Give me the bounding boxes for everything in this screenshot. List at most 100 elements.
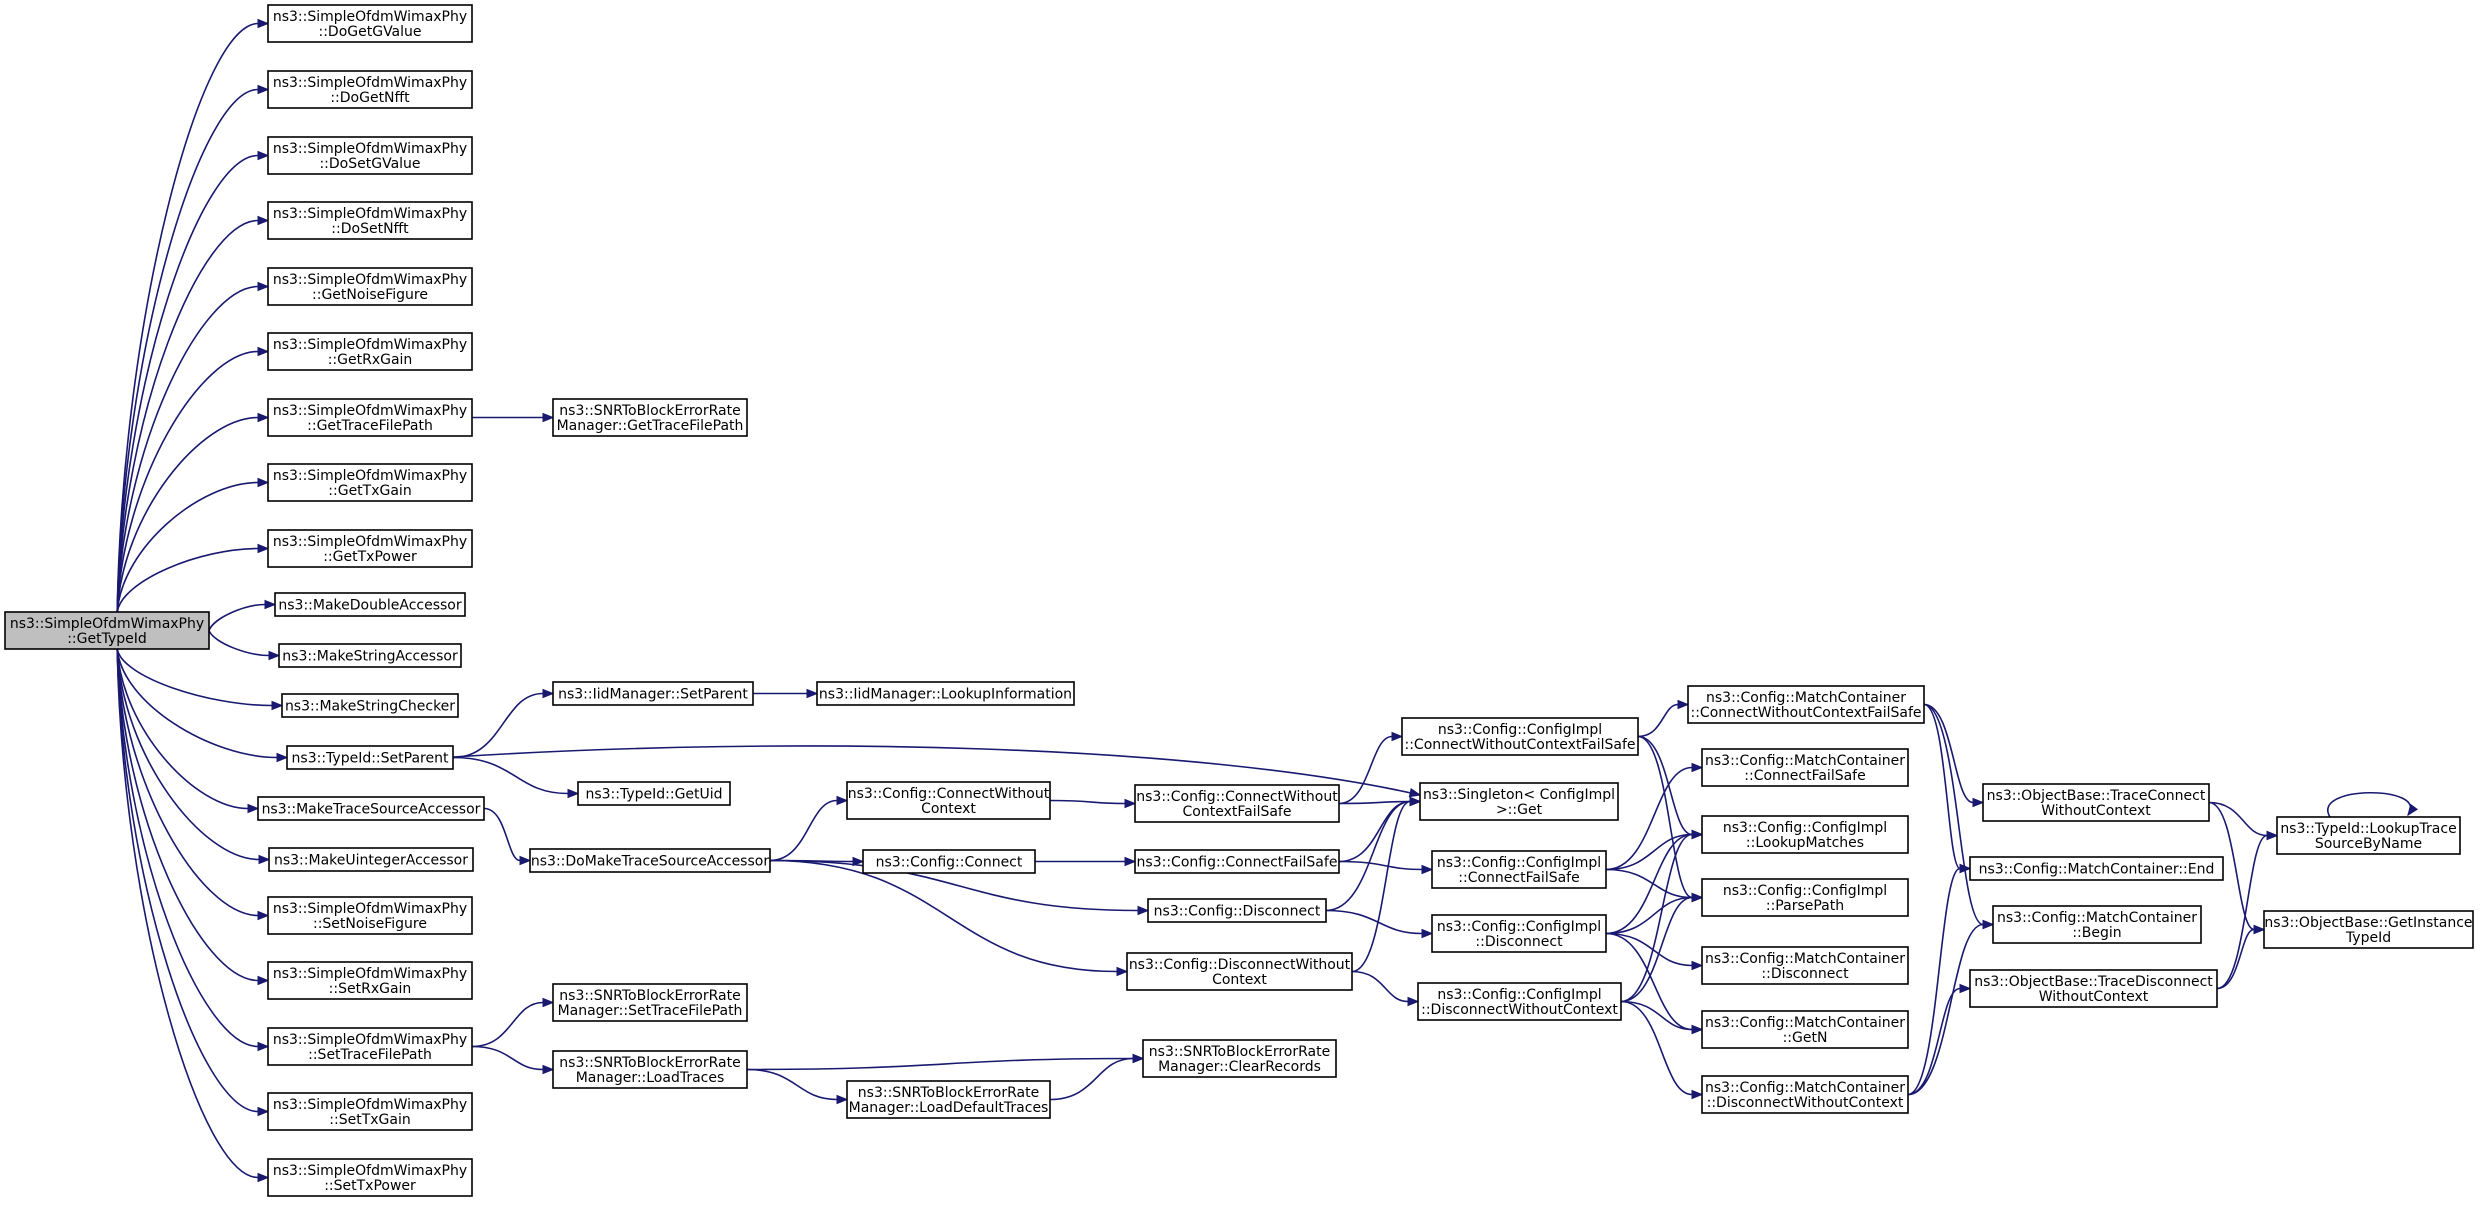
node-label-line: ::GetTypeId: [67, 631, 147, 647]
arrowhead: [1691, 892, 1704, 903]
node-n8[interactable]: ns3::SimpleOfdmWimaxPhy::GetTxGain: [267, 463, 473, 502]
node-label-line: ::GetNoiseFigure: [312, 287, 428, 303]
edge-line: [2326, 791, 2412, 818]
edge-line: [1351, 970, 1409, 1003]
node-f2[interactable]: ns3::Singleton< ConfigImpl>::Get: [1419, 782, 1619, 821]
node-label-line: ns3::Config::MatchContainer::End: [1979, 862, 2215, 878]
node-n17[interactable]: ns3::SimpleOfdmWimaxPhy::SetRxGain: [267, 961, 473, 1000]
node-n14[interactable]: ns3::MakeTraceSourceAccessor: [257, 796, 485, 821]
node-e2[interactable]: ns3::Config::ConnectFailSafe: [1134, 849, 1340, 874]
edge-root-to-n16: [116, 648, 270, 921]
node-label-line: WithoutContext: [2039, 989, 2149, 1005]
node-n18[interactable]: ns3::SimpleOfdmWimaxPhy::SetTraceFilePat…: [267, 1027, 473, 1066]
node-n12[interactable]: ns3::MakeStringChecker: [281, 693, 459, 718]
node-e5[interactable]: ns3::SNRToBlockErrorRateManager::ClearRe…: [1142, 1039, 1337, 1078]
node-n7[interactable]: ns3::SimpleOfdmWimaxPhy::GetTraceFilePat…: [267, 398, 473, 437]
edge-n13-to-c2: [452, 688, 555, 759]
node-label-line: ns3::Config::DisconnectWithout: [1129, 957, 1351, 973]
node-d2[interactable]: ns3::Config::Connect: [862, 849, 1036, 874]
node-f4[interactable]: ns3::Config::ConfigImpl::Disconnect: [1431, 914, 1607, 953]
node-box: [577, 781, 731, 806]
root-node[interactable]: ns3::SimpleOfdmWimaxPhy::GetTypeId: [4, 611, 210, 650]
edge-line: [208, 603, 266, 631]
node-label-line: ::ParsePath: [1766, 898, 1844, 914]
node-n6[interactable]: ns3::SimpleOfdmWimaxPhy::GetRxGain: [267, 332, 473, 371]
arrowhead: [257, 281, 270, 292]
node-g3[interactable]: ns3::Config::ConfigImpl::LookupMatches: [1701, 815, 1909, 854]
node-box: [267, 463, 473, 502]
node-n13[interactable]: ns3::TypeId::SetParent: [286, 745, 454, 770]
node-g7[interactable]: ns3::Config::MatchContainer::DisconnectW…: [1701, 1075, 1909, 1114]
node-label-line: ::LookupMatches: [1746, 835, 1864, 851]
edge-line: [769, 799, 838, 862]
node-g6[interactable]: ns3::Config::MatchContainer::GetN: [1701, 1010, 1909, 1049]
edge-line: [1605, 932, 1693, 1031]
node-g5[interactable]: ns3::Config::MatchContainer::Disconnect: [1701, 946, 1909, 985]
node-n4[interactable]: ns3::SimpleOfdmWimaxPhy::DoSetNfft: [267, 201, 473, 240]
node-c3[interactable]: ns3::IidManager::LookupInformation: [816, 681, 1075, 706]
node-g1[interactable]: ns3::Config::MatchContainer::ConnectWith…: [1687, 685, 1925, 724]
arrowhead: [1982, 919, 1995, 930]
node-box: [529, 848, 771, 873]
node-f3[interactable]: ns3::Config::ConfigImpl::ConnectFailSafe: [1431, 850, 1607, 889]
node-c5[interactable]: ns3::DoMakeTraceSourceAccessor: [529, 848, 771, 873]
node-n9[interactable]: ns3::SimpleOfdmWimaxPhy::GetTxPower: [267, 529, 473, 568]
node-h1[interactable]: ns3::ObjectBase::TraceConnectWithoutCont…: [1982, 783, 2210, 822]
node-label-line: ::ConnectWithoutContextFailSafe: [1404, 737, 1635, 753]
node-h4[interactable]: ns3::ObjectBase::TraceDisconnectWithoutC…: [1969, 969, 2218, 1008]
node-h3[interactable]: ns3::Config::MatchContainer::Begin: [1992, 905, 2202, 944]
node-f5[interactable]: ns3::Config::ConfigImpl::DisconnectWitho…: [1417, 982, 1622, 1021]
node-c6[interactable]: ns3::SNRToBlockErrorRateManager::SetTrac…: [552, 983, 748, 1022]
node-label-line: ns3::SimpleOfdmWimaxPhy: [273, 1163, 467, 1179]
node-e4[interactable]: ns3::Config::DisconnectWithoutContext: [1126, 952, 1353, 991]
node-label-line: WithoutContext: [2041, 803, 2151, 819]
node-box: [267, 1092, 473, 1131]
node-label-line: ::DoSetNfft: [331, 221, 409, 237]
node-n11[interactable]: ns3::MakeStringAccessor: [278, 643, 462, 668]
node-n20[interactable]: ns3::SimpleOfdmWimaxPhy::SetTxPower: [267, 1158, 473, 1197]
node-f1[interactable]: ns3::Config::ConfigImpl::ConnectWithoutC…: [1401, 717, 1639, 756]
arrowhead: [1677, 699, 1690, 710]
node-n10[interactable]: ns3::MakeDoubleAccessor: [274, 592, 466, 617]
node-c4[interactable]: ns3::TypeId::GetUid: [577, 781, 731, 806]
edge-line: [483, 807, 521, 862]
node-d1[interactable]: ns3::Config::ConnectWithoutContext: [846, 781, 1051, 820]
node-n3[interactable]: ns3::SimpleOfdmWimaxPhy::DoSetGValue: [267, 136, 473, 175]
edge-line: [1338, 735, 1393, 805]
node-e3[interactable]: ns3::Config::Disconnect: [1147, 898, 1327, 923]
edge-line: [1620, 1000, 1693, 1031]
node-e1[interactable]: ns3::Config::ConnectWithoutContextFailSa…: [1134, 784, 1340, 823]
edge-c5-to-e4: [769, 859, 1129, 977]
arrowhead: [247, 803, 260, 814]
node-label-line: ns3::SimpleOfdmWimaxPhy: [10, 616, 204, 632]
node-c1[interactable]: ns3::SNRToBlockErrorRateManager::GetTrac…: [552, 398, 748, 437]
node-n19[interactable]: ns3::SimpleOfdmWimaxPhy::SetTxGain: [267, 1092, 473, 1131]
node-box: [2276, 816, 2461, 855]
node-n2[interactable]: ns3::SimpleOfdmWimaxPhy::DoGetNfft: [267, 70, 473, 109]
edge-h4-to-i1: [2216, 830, 2279, 990]
node-d3[interactable]: ns3::SNRToBlockErrorRateManager::LoadDef…: [846, 1080, 1051, 1119]
node-n1[interactable]: ns3::SimpleOfdmWimaxPhy::DoGetGValue: [267, 4, 473, 43]
node-label-line: ns3::MakeDoubleAccessor: [278, 598, 461, 614]
node-g4[interactable]: ns3::Config::ConfigImpl::ParsePath: [1701, 878, 1909, 917]
node-c2[interactable]: ns3::IidManager::SetParent: [552, 681, 754, 706]
node-n5[interactable]: ns3::SimpleOfdmWimaxPhy::GetNoiseFigure: [267, 267, 473, 306]
arrowhead: [258, 854, 271, 865]
node-label-line: ::DisconnectWithoutContext: [1707, 1095, 1904, 1111]
node-h2[interactable]: ns3::Config::MatchContainer::End: [1969, 856, 2224, 881]
edge-line: [1605, 896, 1693, 935]
node-n15[interactable]: ns3::MakeUintegerAccessor: [268, 847, 474, 872]
node-c7[interactable]: ns3::SNRToBlockErrorRateManager::LoadTra…: [552, 1050, 748, 1089]
node-box: [281, 693, 459, 718]
node-g2[interactable]: ns3::Config::MatchContainer::ConnectFail…: [1701, 748, 1909, 787]
node-label-line: ns3::Config::ConfigImpl: [1437, 987, 1601, 1003]
node-box: [1701, 1010, 1909, 1049]
arrowhead: [257, 1172, 270, 1183]
edge-line: [1620, 896, 1693, 1003]
node-label-line: ns3::Config::MatchContainer: [1705, 753, 1905, 769]
edge-line: [1620, 833, 1693, 1003]
edge-line: [116, 416, 259, 613]
node-n16[interactable]: ns3::SimpleOfdmWimaxPhy::SetNoiseFigure: [267, 896, 473, 935]
